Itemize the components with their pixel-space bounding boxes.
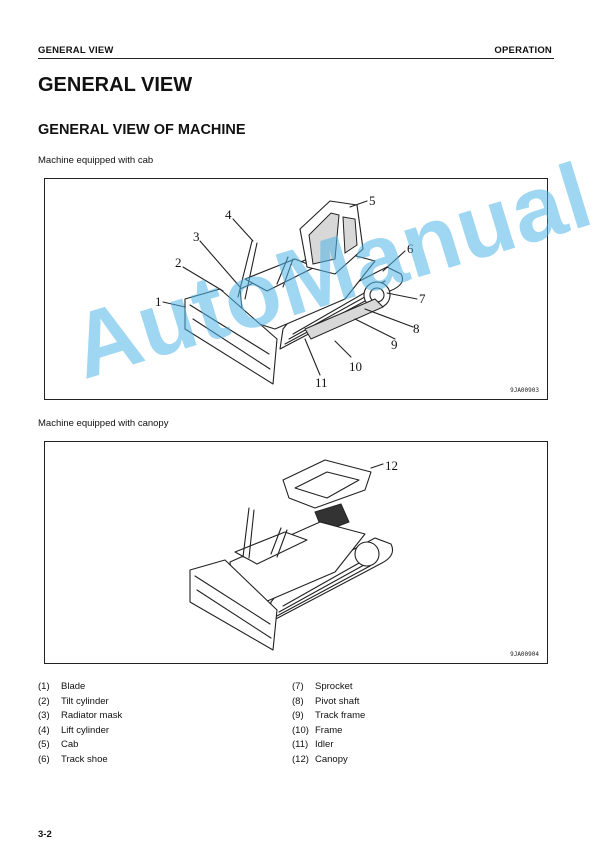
part-number: (2)	[38, 695, 50, 707]
page-number: 3-2	[38, 829, 52, 840]
section-title: GENERAL VIEW OF MACHINE	[38, 122, 246, 138]
part-number: (10)	[292, 724, 309, 736]
page-title: GENERAL VIEW	[38, 74, 193, 96]
part-number: (5)	[38, 739, 50, 750]
blade-shape	[184, 288, 278, 385]
part-number: (3)	[38, 710, 50, 721]
part-number: (8)	[292, 695, 304, 707]
part-item: (11) Idler	[292, 738, 365, 753]
cab-window-right	[342, 216, 358, 254]
part-item: (2) Tilt cylinder	[38, 695, 122, 710]
part-name: Radiator mask	[61, 710, 123, 721]
callout-7: 7	[419, 291, 426, 306]
track-frame-shape	[304, 298, 384, 340]
part-item: (3) Radiator mask	[38, 709, 122, 724]
part-number: (6)	[38, 753, 50, 765]
part-name: Cab	[61, 739, 79, 750]
blade-lines	[189, 304, 271, 370]
lift-cylinder-left-2	[242, 507, 255, 559]
part-name: Lift cylinder	[61, 724, 110, 736]
part-name: Idler	[315, 739, 334, 750]
leader-1	[162, 301, 186, 308]
canopy-roof-shape	[282, 459, 372, 509]
leader-5	[349, 200, 368, 208]
leader-6	[382, 250, 406, 272]
callout-8: 8	[413, 321, 420, 336]
figure-id-cab: 9JA00903	[510, 387, 539, 394]
part-number: (12)	[292, 753, 309, 765]
figure-caption-canopy: Machine equipped with canopy	[38, 418, 169, 429]
lift-cylinder-right-2	[270, 527, 288, 558]
leader-3	[199, 240, 241, 288]
header-section-title: GENERAL VIEW	[38, 45, 114, 56]
leader-4	[232, 218, 254, 242]
part-item: (5) Cab	[38, 738, 122, 753]
part-number: (11)	[292, 739, 309, 750]
leader-12	[370, 463, 384, 469]
callout-5: 5	[369, 193, 376, 208]
figure-machine-with-canopy: 12 9JA00904	[44, 441, 548, 664]
figure-machine-with-cab: 1 2 3 4 5 6 7 8 9 10 11 9JA00903	[44, 178, 548, 400]
callout-9: 9	[391, 337, 398, 352]
part-item: (10) Frame	[292, 724, 365, 739]
leader-10	[334, 340, 352, 358]
part-name: Pivot shaft	[315, 695, 360, 707]
part-name: Track shoe	[61, 753, 108, 765]
part-item: (7) Sprocket	[292, 680, 365, 695]
part-item: (4) Lift cylinder	[38, 724, 122, 739]
callout-12: 12	[385, 458, 398, 473]
part-item: (12) Canopy	[292, 753, 365, 768]
callout-6: 6	[407, 241, 414, 256]
blade-lines-2	[194, 575, 272, 639]
part-item: (8) Pivot shaft	[292, 695, 365, 710]
part-item: (6) Track shoe	[38, 753, 122, 768]
figure-caption-cab: Machine equipped with cab	[38, 155, 154, 166]
part-name: Tilt cylinder	[61, 695, 109, 707]
figure-id-canopy: 9JA00904	[510, 651, 539, 658]
part-number: (7)	[292, 681, 304, 692]
part-name: Sprocket	[315, 681, 353, 692]
leader-8	[364, 308, 414, 328]
callout-4: 4	[225, 207, 232, 222]
part-number: (1)	[38, 681, 50, 692]
leader-2	[182, 266, 224, 292]
lift-cylinder-left	[237, 240, 258, 300]
leader-11	[304, 338, 321, 376]
leader-9	[354, 318, 396, 340]
parts-list-right: (7) Sprocket (8) Pivot shaft (9) Track fram…	[292, 680, 365, 767]
callout-1: 1	[155, 294, 162, 309]
part-item: (1) Blade	[38, 680, 122, 695]
callout-11: 11	[315, 375, 328, 390]
header-rule	[38, 58, 554, 59]
header-chapter-title: OPERATION	[494, 45, 552, 56]
sprocket-shape-2	[354, 541, 380, 567]
part-number: (9)	[292, 710, 304, 721]
callout-10: 10	[349, 359, 362, 374]
bulldozer-cab-drawing: 1 2 3 4 5 6 7 8 9 10 11	[155, 193, 426, 390]
part-name: Track frame	[315, 710, 366, 721]
part-name: Blade	[61, 681, 86, 692]
canopy-roof-detail	[294, 471, 360, 499]
part-name: Canopy	[315, 753, 348, 765]
bulldozer-canopy-drawing: 12	[189, 458, 398, 651]
callout-3: 3	[193, 229, 200, 244]
part-item: (9) Track frame	[292, 709, 365, 724]
leader-7	[386, 292, 418, 300]
cab-window-left	[308, 212, 340, 265]
engine-hood-shape-2	[234, 531, 308, 565]
part-number: (4)	[38, 724, 50, 736]
part-name: Frame	[315, 724, 343, 736]
parts-list-left: (1) Blade (2) Tilt cylinder (3) Radiator ma…	[38, 680, 122, 767]
lift-cylinder-right	[276, 256, 294, 288]
callout-2: 2	[175, 255, 182, 270]
